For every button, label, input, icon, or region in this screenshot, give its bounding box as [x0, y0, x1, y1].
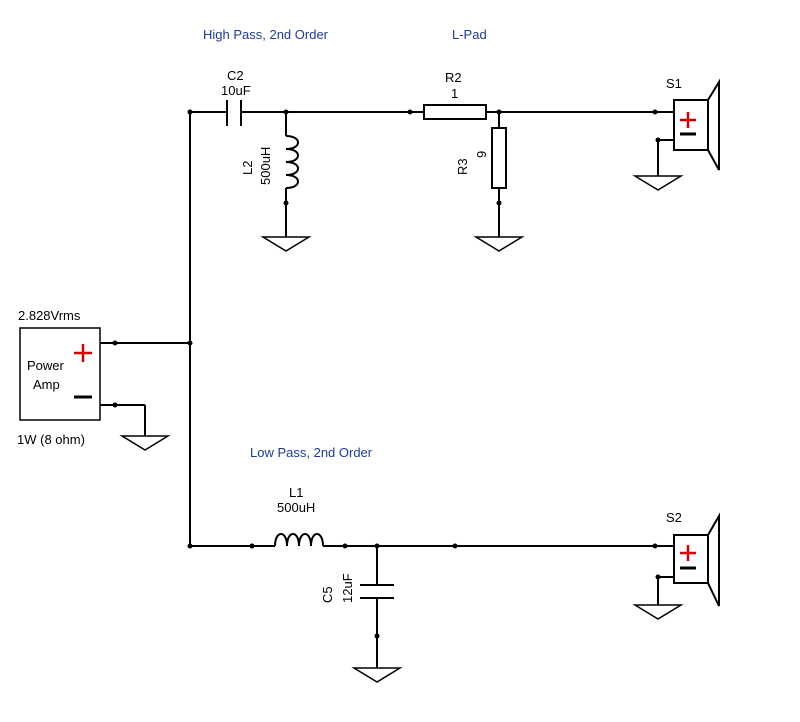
- c2-value-label: 10uF: [221, 83, 251, 98]
- s2-name-label: S2: [666, 510, 682, 525]
- power-amp-box: [19, 327, 101, 421]
- l1-name-label: L1: [289, 485, 303, 500]
- l2-name-label: L2: [240, 161, 255, 175]
- amp-voltage-label: 2.828Vrms: [18, 308, 81, 323]
- inductor-l2: [285, 135, 299, 189]
- r2-name-label: R2: [445, 70, 462, 85]
- capacitor-c5: [360, 584, 394, 599]
- high-pass-section-label: High Pass, 2nd Order: [203, 27, 329, 42]
- lpad-section-label: L-Pad: [452, 27, 487, 42]
- r3-name-label: R3: [455, 158, 470, 175]
- speaker-s1: [673, 78, 720, 171]
- capacitor-c2: [226, 100, 242, 126]
- amp-label-line2: Amp: [33, 377, 60, 392]
- l1-value-label: 500uH: [277, 500, 315, 515]
- ground-symbol-l2: [260, 236, 312, 252]
- r2-value-label: 1: [451, 86, 458, 101]
- ground-symbol-amp: [119, 435, 171, 451]
- r3-value-label: 9: [474, 151, 489, 158]
- s1-name-label: S1: [666, 76, 682, 91]
- c5-name-label: C5: [320, 586, 335, 603]
- wire-s2-to-ground: [657, 576, 674, 605]
- amp-label-line1: Power: [27, 358, 65, 373]
- ground-symbol-c5: [351, 667, 403, 683]
- c2-name-label: C2: [227, 68, 244, 83]
- ground-symbol-s2: [632, 604, 684, 620]
- inductor-l1: [274, 533, 324, 547]
- amp-power-label: 1W (8 ohm): [17, 432, 85, 447]
- resistor-r2: [423, 104, 487, 120]
- resistor-r3: [491, 127, 507, 189]
- ground-symbol-s1: [632, 175, 684, 191]
- low-pass-section-label: Low Pass, 2nd Order: [250, 445, 373, 460]
- wire-s1-to-ground: [657, 139, 674, 176]
- speaker-s2: [673, 512, 720, 607]
- junction-nodes: [112, 109, 661, 639]
- c5-value-label: 12uF: [340, 573, 355, 603]
- l2-value-label: 500uH: [258, 147, 273, 185]
- ground-symbol-r3: [473, 236, 525, 252]
